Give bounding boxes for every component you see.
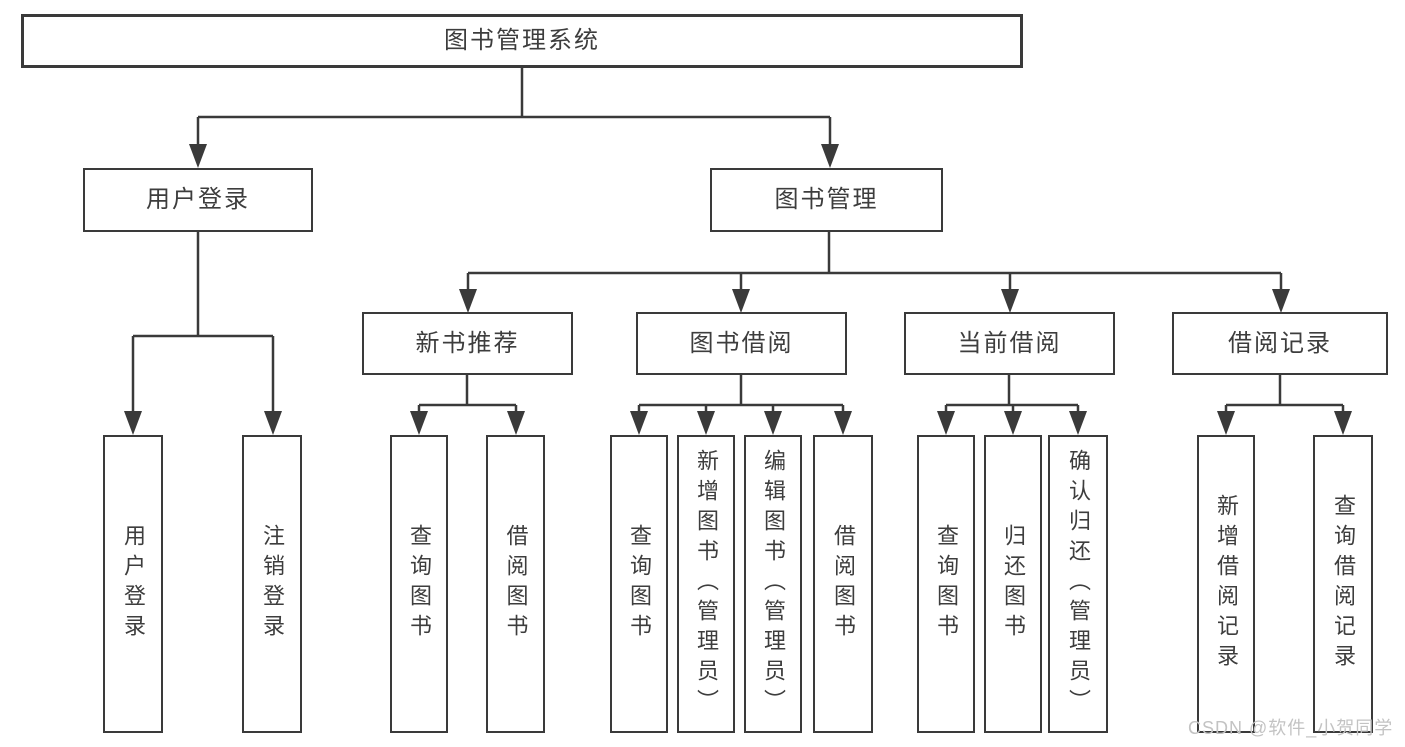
node-label: 查询图书 [934, 524, 959, 644]
node-leaf-borrow-books: 借阅图书 [813, 435, 873, 733]
node-label: 图书借阅 [689, 329, 794, 357]
node-label: 当前借阅 [957, 329, 1062, 357]
node-label: 注销登录 [260, 524, 285, 644]
node-label: 图书管理系统 [444, 27, 600, 54]
node-leaf-confirm-return-admin: 确认归还（管理员） [1048, 435, 1108, 733]
node-leaf-borrow-books-recommend: 借阅图书 [486, 435, 545, 733]
node-book-management: 图书管理 [710, 168, 943, 232]
node-label: 借阅记录 [1228, 329, 1332, 357]
node-label: 用户登录 [121, 524, 146, 644]
node-leaf-logout: 注销登录 [242, 435, 302, 733]
node-label: 借阅图书 [831, 524, 856, 644]
node-label: 用户登录 [146, 186, 250, 213]
node-leaf-query-borrow-record: 查询借阅记录 [1313, 435, 1373, 733]
node-leaf-user-login: 用户登录 [103, 435, 163, 733]
node-label: 借阅图书 [503, 524, 529, 644]
node-root-library-system: 图书管理系统 [21, 14, 1023, 68]
node-leaf-query-books-borrow: 查询图书 [610, 435, 668, 733]
node-borrow-records: 借阅记录 [1172, 312, 1388, 375]
node-label: 新增借阅记录 [1214, 494, 1239, 674]
csdn-watermark: CSDN @软件_小贺同学 [1188, 718, 1394, 738]
node-label: 查询图书 [627, 524, 652, 644]
node-leaf-add-borrow-record: 新增借阅记录 [1197, 435, 1255, 733]
node-label: 归还图书 [1001, 524, 1026, 644]
node-leaf-query-books-recommend: 查询图书 [390, 435, 448, 733]
node-new-book-recommend: 新书推荐 [362, 312, 573, 375]
node-label: 查询借阅记录 [1331, 494, 1356, 674]
node-label: 新书推荐 [415, 329, 520, 357]
node-leaf-return-books: 归还图书 [984, 435, 1042, 733]
node-leaf-add-books-admin: 新增图书（管理员） [677, 435, 735, 733]
node-label: 确认归还（管理员） [1066, 449, 1091, 719]
node-label: 图书管理 [774, 186, 879, 213]
node-label: 新增图书（管理员） [694, 449, 719, 719]
node-user-login: 用户登录 [83, 168, 313, 232]
node-label: 编辑图书（管理员） [761, 449, 786, 719]
node-book-borrow: 图书借阅 [636, 312, 847, 375]
node-current-borrow: 当前借阅 [904, 312, 1115, 375]
node-label: 查询图书 [407, 524, 432, 644]
node-leaf-edit-books-admin: 编辑图书（管理员） [744, 435, 802, 733]
node-leaf-query-books-current: 查询图书 [917, 435, 975, 733]
